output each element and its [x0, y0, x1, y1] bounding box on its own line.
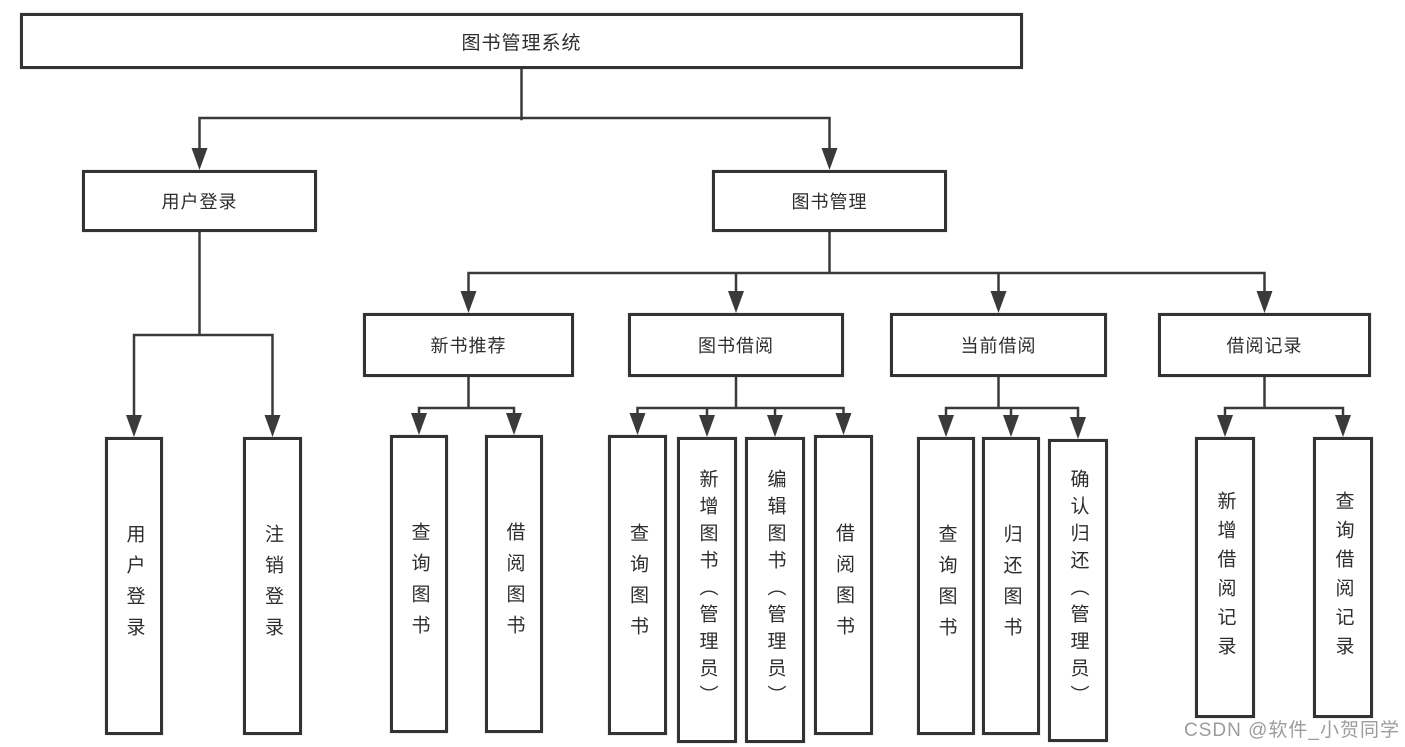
- node-current-borrowing: 当前借阅: [890, 313, 1107, 377]
- leaf-label: 注销登录: [262, 524, 283, 648]
- leaf-user-login: 用户登录: [105, 437, 163, 735]
- arrowheads: [126, 148, 1351, 439]
- node-label: 图书管理: [791, 192, 868, 212]
- leaf-borrow-books-recommend: 借阅图书: [485, 435, 543, 733]
- edge-borrow-record-split: [1223, 375, 1345, 419]
- leaf-label: 查询图书: [627, 523, 648, 647]
- leaf-query-books-recommend: 查询图书: [390, 435, 448, 733]
- leaf-query-books-borrow: 查询图书: [608, 435, 667, 735]
- edge-current-borrow-split: [944, 375, 1080, 421]
- edge-root-split: [198, 67, 831, 152]
- leaf-edit-books-admin: 编辑图书（管理员）: [745, 437, 805, 743]
- edge-new-book-split: [417, 375, 516, 417]
- leaf-label: 新增图书（管理员）: [696, 468, 718, 712]
- node-label: 图书管理系统: [461, 32, 582, 54]
- leaf-label: 查询图书: [935, 524, 957, 648]
- leaf-label: 查询借阅记录: [1332, 490, 1354, 665]
- leaf-label: 借阅图书: [503, 522, 525, 646]
- edge-book-borrow-split: [636, 375, 845, 419]
- leaf-label: 确认归还（管理员）: [1067, 469, 1089, 712]
- node-label: 当前借阅: [960, 336, 1037, 356]
- node-label: 借阅记录: [1226, 336, 1303, 356]
- leaf-label: 查询图书: [408, 522, 430, 646]
- node-library-management-system: 图书管理系统: [20, 13, 1023, 69]
- leaf-add-borrow-record: 新增借阅记录: [1195, 437, 1255, 718]
- leaf-query-books-current: 查询图书: [917, 437, 975, 735]
- leaf-return-books: 归还图书: [982, 437, 1040, 735]
- leaf-label: 归还图书: [1000, 524, 1022, 648]
- leaf-label: 借阅图书: [833, 523, 854, 647]
- node-book-borrowing: 图书借阅: [628, 313, 844, 377]
- leaf-label: 新增借阅记录: [1214, 490, 1236, 665]
- node-borrowing-records: 借阅记录: [1158, 313, 1371, 377]
- leaf-confirm-return-admin: 确认归还（管理员）: [1048, 439, 1108, 742]
- leaf-add-books-admin: 新增图书（管理员）: [677, 437, 737, 743]
- node-new-book-recommendation: 新书推荐: [363, 313, 574, 377]
- edge-book-mgmt-split: [467, 230, 1266, 295]
- leaf-label: 用户登录: [123, 524, 145, 648]
- edge-user-login-split: [132, 230, 274, 419]
- node-label: 图书借阅: [698, 336, 774, 356]
- node-label: 新书推荐: [430, 336, 507, 356]
- leaf-label: 编辑图书（管理员）: [764, 468, 786, 712]
- leaf-logout: 注销登录: [243, 437, 302, 735]
- csdn-watermark: CSDN @软件_小贺同学: [1184, 720, 1400, 741]
- leaf-query-borrow-record: 查询借阅记录: [1313, 437, 1373, 718]
- node-book-management: 图书管理: [712, 170, 947, 232]
- node-user-login: 用户登录: [82, 170, 317, 232]
- node-label: 用户登录: [161, 192, 238, 212]
- leaf-borrow-books: 借阅图书: [814, 435, 873, 735]
